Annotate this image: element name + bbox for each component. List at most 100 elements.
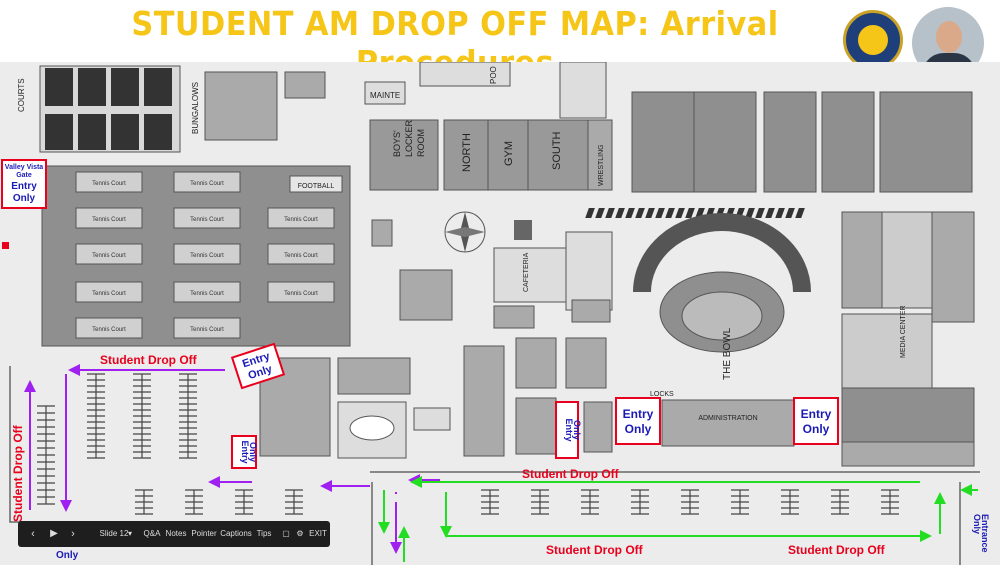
record-indicator <box>2 242 9 249</box>
only-label-bottom: Only <box>56 550 79 561</box>
tennis-court <box>173 207 241 229</box>
tennis-court-label: Tennis Court <box>190 327 224 333</box>
tennis-court <box>75 171 143 193</box>
bowl-stripe <box>665 208 675 218</box>
tennis-court-label: Tennis Court <box>190 291 224 297</box>
svg-text:Only: Only <box>13 193 36 204</box>
bowl-stripe <box>625 208 635 218</box>
bowl-stripe <box>595 208 605 218</box>
bowl-stripe <box>675 208 685 218</box>
entry-only-sign-1: Entry Only <box>230 342 286 390</box>
entry-only-sign-2: Entry Only <box>231 435 258 469</box>
entry-only-sign-3: Entry Only <box>555 401 582 459</box>
bowl-stripe <box>615 208 625 218</box>
bowl-stripe <box>785 208 795 218</box>
purple-arrows <box>24 364 440 554</box>
bowl-stripe <box>795 208 805 218</box>
bungalows-label: BUNGALOWS <box>191 82 200 134</box>
north-gym-label: NORTH <box>461 133 473 172</box>
administration-label: ADMINISTRATION <box>698 415 757 422</box>
tennis-court-label: Tennis Court <box>190 181 224 187</box>
drop-off-label-left: Student Drop Off <box>11 424 25 522</box>
drop-off-label-bottom-1: Student Drop Off <box>546 543 644 557</box>
svg-text:Only: Only <box>572 420 582 440</box>
locks-label: LOCKS <box>650 391 674 398</box>
svg-text:Entry: Entry <box>801 407 832 421</box>
svg-text:Only: Only <box>803 422 830 436</box>
pointer-button[interactable]: Pointer <box>191 529 217 538</box>
svg-text:Gate: Gate <box>16 172 32 179</box>
bowl-stripe <box>765 208 775 218</box>
the-bowl-label: THE BOWL <box>722 327 733 380</box>
qa-button[interactable]: Q&A <box>143 529 161 538</box>
boys-locker-room-label: BOYS' <box>392 130 402 157</box>
parking-lot <box>37 373 899 515</box>
tennis-court <box>75 281 143 303</box>
bowl-stripe <box>755 208 765 218</box>
tennis-court <box>173 281 241 303</box>
tennis-court-label: Tennis Court <box>284 253 318 259</box>
bowl-stripe <box>635 208 645 218</box>
classroom-blocks: MEDIA CENTER <box>585 91 975 467</box>
south-gym-label: SOUTH <box>551 131 563 170</box>
gear-icon[interactable]: ⚙ <box>296 529 304 538</box>
the-bowl: THE BOWL <box>633 213 811 380</box>
prev-slide-icon[interactable]: ‹ <box>31 528 35 540</box>
tennis-court-label: Tennis Court <box>92 327 126 333</box>
tennis-court-label: Tennis Court <box>190 253 224 259</box>
tennis-court <box>173 243 241 265</box>
drop-off-label-middle: Student Drop Off <box>522 467 620 481</box>
bowl-stripe <box>695 208 705 218</box>
football-label: FOOTBALL <box>298 183 335 190</box>
entry-only-sign-4: Entry Only <box>615 397 661 445</box>
chevron-down-icon[interactable]: ▾ <box>127 529 132 538</box>
school-logo <box>843 10 903 70</box>
gym-label: GYM <box>503 141 515 166</box>
play-icon[interactable]: ▶ <box>50 528 58 539</box>
valley-vista-gate-sign: Valley Vista Gate Entry Only <box>1 159 47 209</box>
svg-text:ROOM: ROOM <box>416 129 426 157</box>
tips-button[interactable]: Tips <box>256 529 272 538</box>
bowl-stripe <box>585 208 595 218</box>
tennis-court-label: Tennis Court <box>92 291 126 297</box>
drop-off-label-top: Student Drop Off <box>100 353 198 367</box>
entrance-only-label: Entrance <box>980 514 990 553</box>
cafeteria-label: CAFETERIA <box>523 252 530 292</box>
bowl-stripe <box>685 208 695 218</box>
bowl-stripe <box>655 208 665 218</box>
screen-icon[interactable]: ▢ <box>282 529 290 538</box>
svg-text:LOCKER: LOCKER <box>404 119 414 157</box>
tennis-court <box>75 207 143 229</box>
svg-text:Only: Only <box>625 422 652 436</box>
tennis-court <box>267 207 335 229</box>
notes-button[interactable]: Notes <box>165 529 187 538</box>
captions-button[interactable]: Captions <box>220 529 252 538</box>
next-slide-icon[interactable]: › <box>71 528 75 540</box>
tennis-court-label: Tennis Court <box>284 217 318 223</box>
bowl-stripe <box>745 208 755 218</box>
courts-label: COURTS <box>17 78 26 112</box>
bungalows: BUNGALOWS <box>191 71 326 141</box>
bowl-stripe <box>775 208 785 218</box>
pool-label: POO <box>489 66 498 84</box>
compass-icon <box>444 211 486 253</box>
green-arrows <box>378 476 978 562</box>
exit-button[interactable]: EXIT <box>309 529 327 538</box>
svg-text:Valley Vista: Valley Vista <box>5 164 44 171</box>
tennis-court-label: Tennis Court <box>92 181 126 187</box>
tennis-court-label: Tennis Court <box>92 253 126 259</box>
tennis-court-label: Tennis Court <box>92 217 126 223</box>
tennis-court-label: Tennis Court <box>190 217 224 223</box>
tennis-court <box>75 243 143 265</box>
media-center-label: MEDIA CENTER <box>900 305 907 358</box>
slide-selector[interactable]: Slide 12 <box>99 529 129 538</box>
wrestling-label: WRESTLING <box>598 144 605 186</box>
mainte-label: MAINTE <box>370 91 400 100</box>
drop-off-label-bottom-2: Student Drop Off <box>788 543 886 557</box>
tennis-court <box>75 317 143 339</box>
tennis-court <box>173 171 241 193</box>
bowl-stripe <box>605 208 615 218</box>
presentation-toolbar: ‹ ▶ › Slide 12 ▾ Q&A Notes Pointer Capti… <box>18 521 330 547</box>
